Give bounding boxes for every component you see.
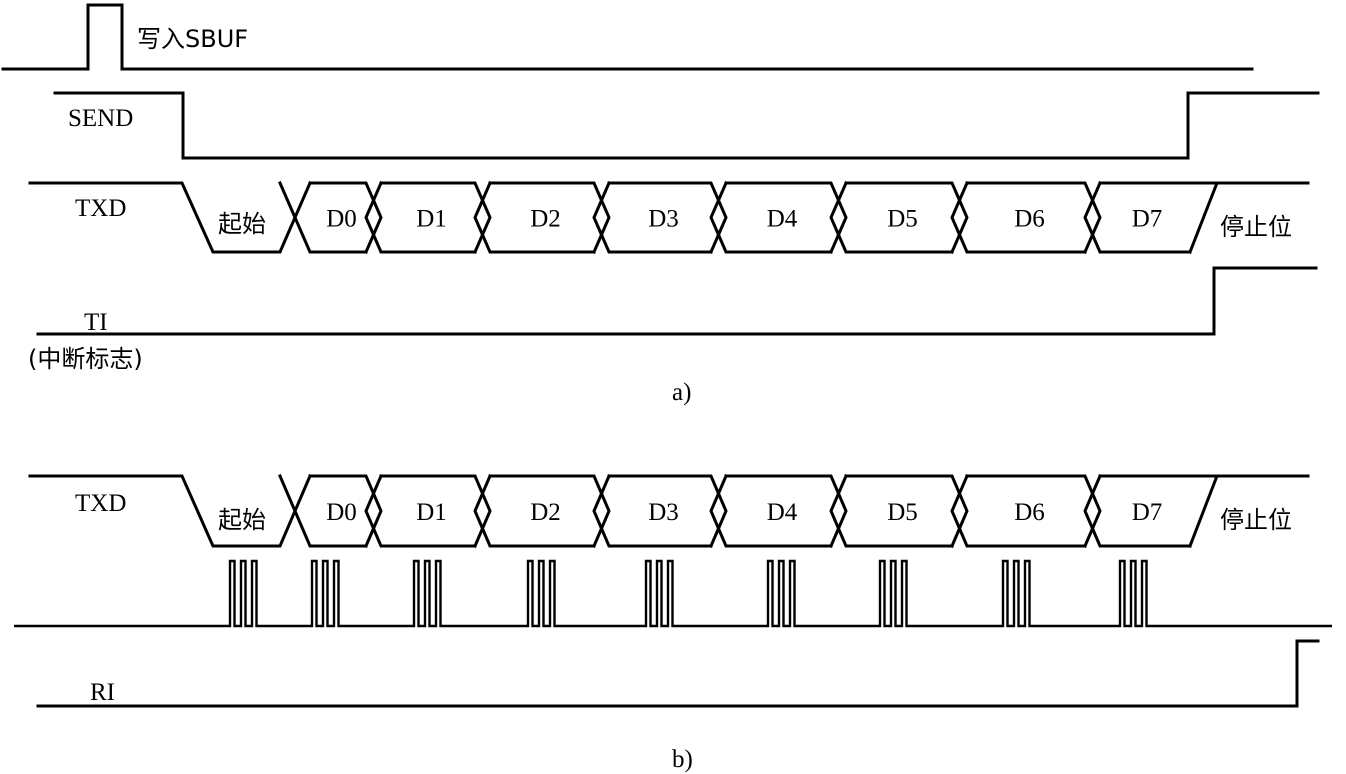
txd-b-bit-label-5: D5 [887,499,918,526]
txd-a-bit-label-3: D3 [648,206,679,233]
txd-a-start-edge [28,181,312,254]
write-sbuf-waveform [1,3,1254,71]
shift-pulse-train [14,559,1332,628]
txd-b-bit-label-7: D7 [1132,499,1163,526]
panel-b: D0 D1 D2 D3 D4 D5 D6 D7 TXD 起始 停止位 RI b) [14,474,1332,773]
txd-a-bit-label-0: D0 [326,206,357,233]
txd-b-bit-label-4: D4 [767,499,798,526]
ri-label: RI [90,679,115,706]
ti-sublabel: (中断标志) [28,345,143,373]
ti-waveform [36,266,1318,336]
stop-bit-label-b: 停止位 [1220,506,1292,534]
write-sbuf-label: 写入SBUF [137,25,248,53]
caption-b: b) [672,746,693,773]
txd-b-bit-label-6: D6 [1014,499,1045,526]
txd-a-bit-cell-7 [1083,181,1219,254]
txd-a-bit-label-7: D7 [1132,206,1163,233]
txd-b-bit-label-0: D0 [326,499,357,526]
txd-a-bit-label-4: D4 [767,206,798,233]
txd-b-bit-cell-7 [1083,474,1219,548]
txd-a-bit-label-5: D5 [887,206,918,233]
txd-b-bit-label-2: D2 [530,499,561,526]
caption-a: a) [672,379,691,406]
stop-bit-label-a: 停止位 [1220,213,1292,241]
txd-b-bit-label-3: D3 [648,499,679,526]
txd-a-bit-label-2: D2 [530,206,561,233]
ri-waveform [36,639,1320,708]
txd-label-b: TXD [75,490,126,517]
txd-b-start-edge [28,474,312,548]
start-bit-label-a: 起始 [218,210,266,238]
txd-waveform-a: D0 D1 D2 D3 D4 D5 D6 D7 [28,181,1310,254]
send-waveform [53,91,1320,160]
txd-label-a: TXD [75,195,126,222]
txd-b-bit-label-1: D1 [416,499,447,526]
ti-label: TI [84,309,108,336]
txd-waveform-b: D0 D1 D2 D3 D4 D5 D6 D7 [28,474,1310,548]
txd-a-bit-label-1: D1 [416,206,447,233]
send-label: SEND [68,105,133,132]
txd-a-bit-label-6: D6 [1014,206,1045,233]
shift-pulse-path [14,559,1332,628]
start-bit-label-b: 起始 [218,506,266,534]
